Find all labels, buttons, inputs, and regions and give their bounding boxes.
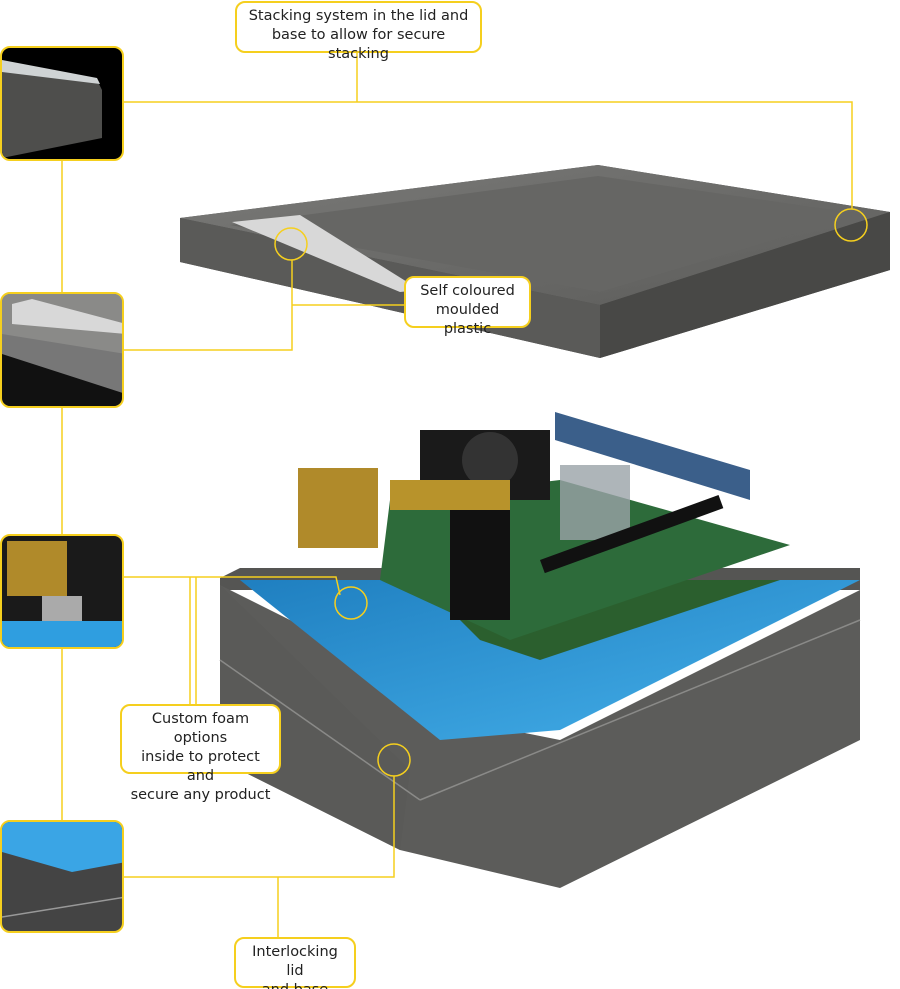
lid: [180, 165, 890, 358]
circuit-board: [298, 412, 790, 640]
callout-self-coloured-plastic: Self coloured moulded plastic: [404, 276, 531, 337]
callout-interlocking-lid: Interlocking lid and base: [234, 937, 356, 989]
callout-text-line: Interlocking lid: [252, 944, 338, 979]
callout-text-line: Self coloured: [420, 283, 515, 299]
callout-text-line: and base: [242, 981, 348, 989]
callout-text-line: secure any product: [130, 787, 271, 803]
detail-thumbnail-foam-insert: [0, 534, 124, 649]
detail-thumbnail-lid-edge: [0, 292, 124, 408]
callout-stacking-system: Stacking system in the lid and base to a…: [235, 1, 482, 62]
callout-text-line: Custom foam options: [151, 711, 250, 746]
detail-thumbnail-interlocking-edge: [0, 820, 124, 933]
callout-text-line: base to allow for secure stacking: [271, 27, 446, 62]
leader-lines: [61, 52, 868, 937]
callout-text-line: Stacking system in the lid and: [248, 8, 469, 24]
callout-text-line: inside to protect and: [141, 749, 260, 784]
callout-text-line: moulded plastic: [435, 302, 500, 337]
callout-custom-foam: Custom foam options inside to protect an…: [120, 704, 281, 803]
detail-thumbnail-stacking-corner: [0, 46, 124, 161]
